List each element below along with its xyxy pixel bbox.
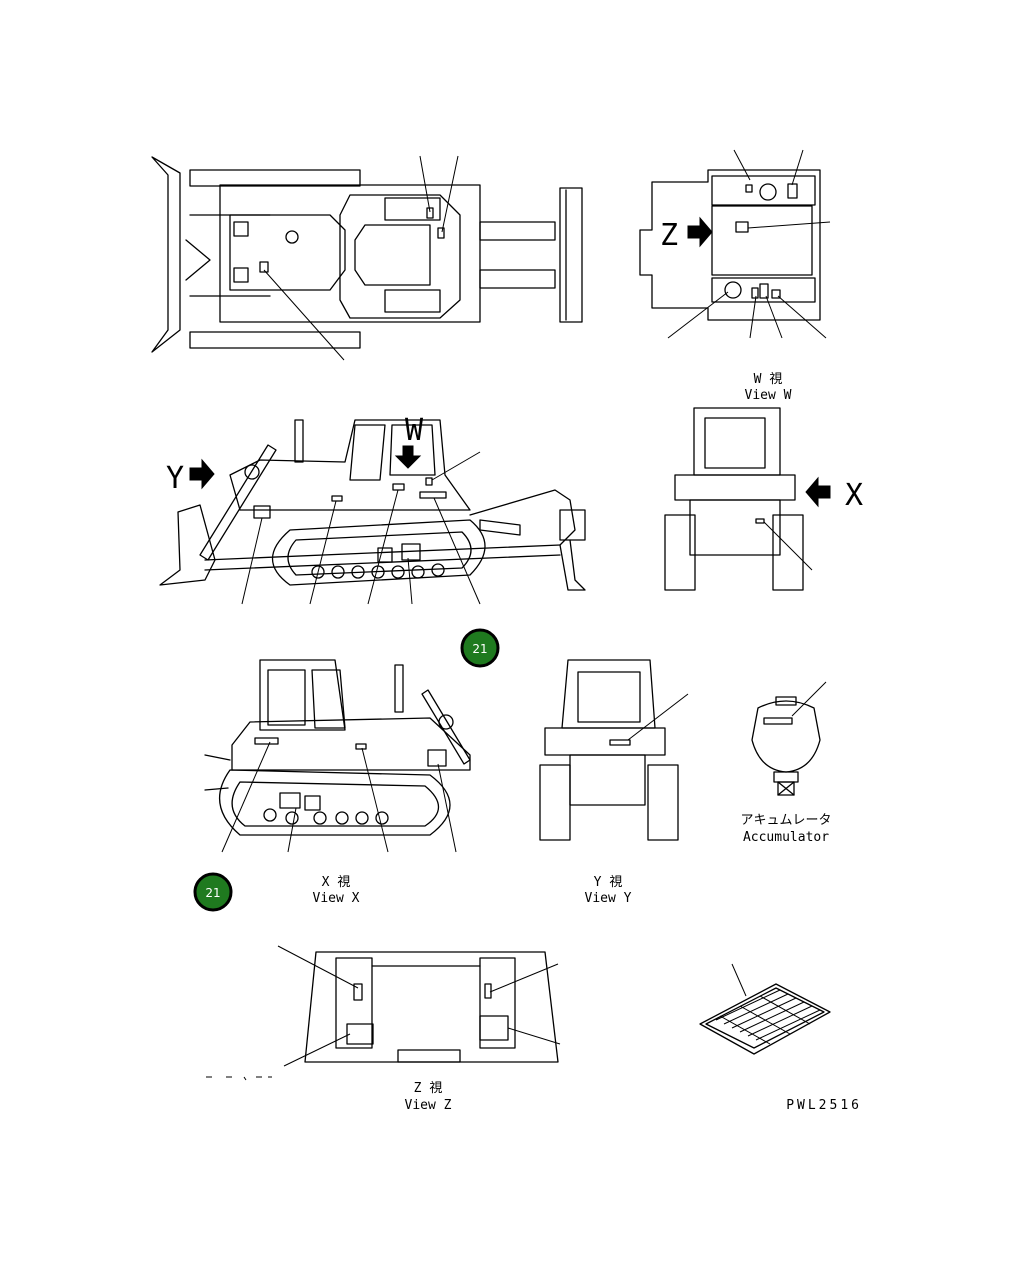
front-view-drawing: X [664, 407, 863, 591]
view-y-caption-jp: Y 視 [594, 875, 623, 890]
callout-badge-21-lower[interactable]: 21 [193, 872, 233, 912]
view-z-drawing [206, 945, 561, 1081]
view-w-caption-en: View W [745, 388, 792, 403]
callout-badge-21-upper-number: 21 [472, 642, 487, 656]
view-x-caption-en: View X [313, 891, 360, 906]
view-z-caption-jp: Z 視 [414, 1081, 443, 1096]
view-w-drawing: Z [639, 149, 831, 339]
callout-badge-21-lower-number: 21 [205, 886, 220, 900]
accumulator-caption-en: Accumulator [743, 830, 829, 845]
view-x-caption-jp: X 視 [322, 875, 351, 890]
view-w-arrow-letter: W [405, 413, 424, 448]
callout-badge-21-upper[interactable]: 21 [460, 628, 500, 668]
drawing-code: PWL2516 [786, 1098, 862, 1113]
view-w-caption-jp: W 視 [754, 372, 783, 387]
top-view-drawing [151, 155, 583, 361]
view-y-drawing [539, 659, 689, 841]
view-x-arrow-letter: X [845, 478, 863, 513]
view-z-caption-en: View Z [405, 1098, 452, 1113]
view-y-arrow-letter: Y [166, 461, 184, 496]
side-view-drawing: Y W [159, 413, 586, 605]
view-z-arrow-letter: Z [660, 218, 678, 253]
accumulator-drawing [751, 681, 827, 796]
view-y-caption-en: View Y [585, 891, 632, 906]
view-x-drawing [204, 659, 471, 853]
accumulator-caption-jp: アキュムレータ [740, 813, 831, 828]
manual-plate-drawing [699, 963, 831, 1055]
